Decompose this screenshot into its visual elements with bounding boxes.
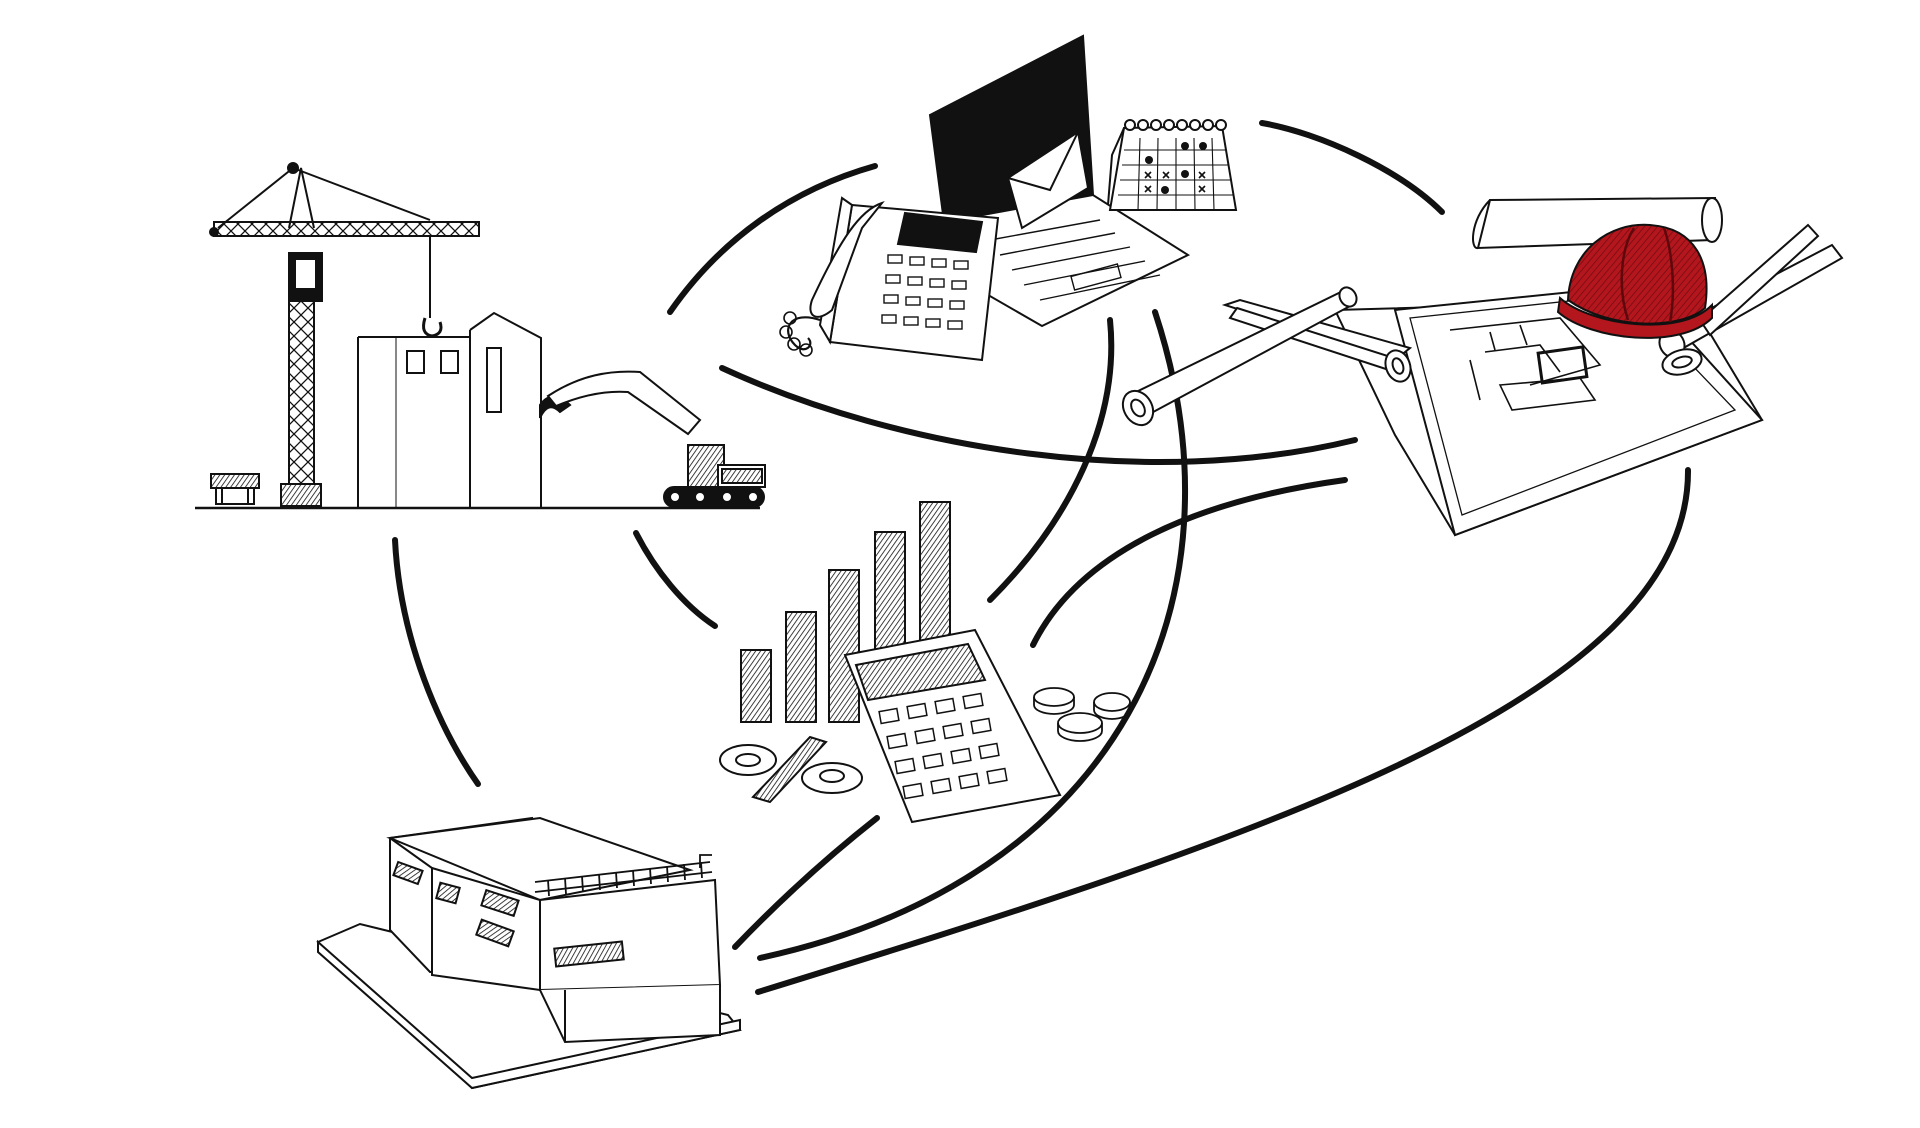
crane-hook-icon xyxy=(422,317,443,338)
connector-office-to-finance xyxy=(987,317,1115,603)
bar-chart-bar-3 xyxy=(828,569,860,723)
connector-site-to-building xyxy=(392,537,481,787)
bar-chart-bar-2 xyxy=(785,611,817,723)
desk-phone-icon xyxy=(779,196,1000,362)
excavator xyxy=(539,370,766,508)
calculator-icon xyxy=(843,628,1062,824)
connector-office-arc-right xyxy=(1259,120,1445,215)
calendar-icon xyxy=(1107,119,1238,211)
connector-office-arc-left xyxy=(667,163,878,315)
rolled-plan-left xyxy=(1221,298,1413,383)
rolled-plan-center xyxy=(1121,286,1358,427)
bar-chart-icon xyxy=(740,501,951,723)
finished-building-illustration xyxy=(316,816,742,1090)
blueprints-illustration xyxy=(1121,196,1844,537)
unfinished-building xyxy=(357,336,471,508)
percent-icon xyxy=(719,735,863,804)
building-windows xyxy=(392,860,625,968)
crane-jib xyxy=(213,221,480,237)
bar-chart-bar-1 xyxy=(740,649,772,723)
connector-blueprints-to-building xyxy=(755,467,1692,995)
connector-site-to-finance xyxy=(633,530,718,629)
crane-mast xyxy=(288,289,315,486)
connector-finance-to-building xyxy=(732,815,880,950)
connector-finance-to-blueprints xyxy=(1030,477,1348,648)
crate xyxy=(210,473,260,489)
finance-illustration xyxy=(719,501,1131,824)
envelope-icon xyxy=(1006,130,1090,230)
coins-icon xyxy=(1033,687,1131,742)
office-desk-illustration xyxy=(779,34,1238,362)
connector-site-to-blueprints xyxy=(719,365,1358,465)
roof-railing xyxy=(534,854,713,897)
construction-site-illustration xyxy=(195,162,766,510)
hard-hat-icon xyxy=(1556,223,1713,339)
crane-base xyxy=(280,483,322,507)
excavator-track xyxy=(663,486,765,508)
